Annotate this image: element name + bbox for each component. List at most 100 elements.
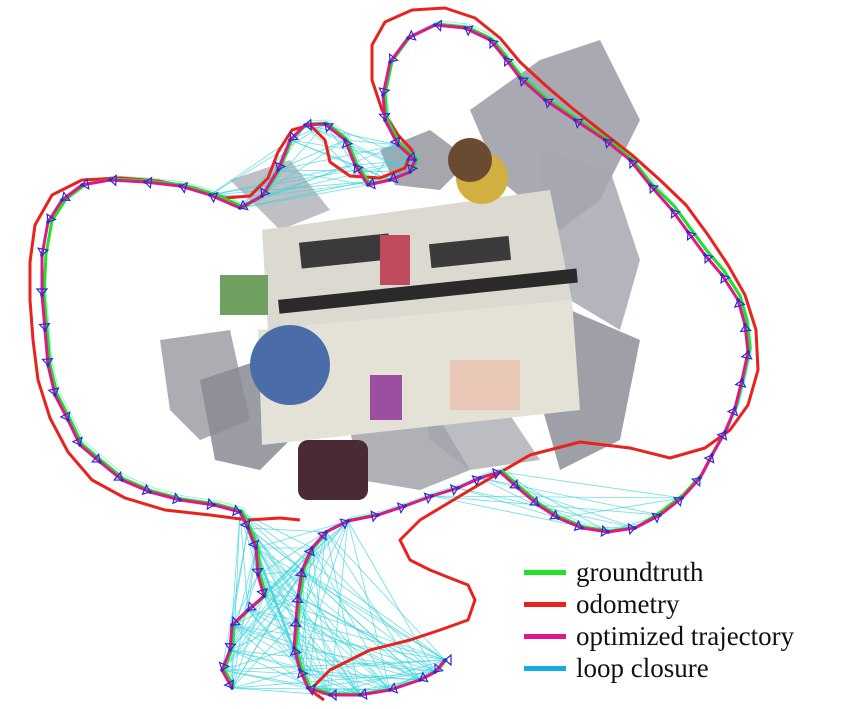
loop-closure-edge (231, 527, 249, 626)
loop-closure-edge (277, 169, 369, 186)
camera-frustum (627, 522, 637, 536)
camera-frustum (406, 163, 419, 174)
loop-closure-edge (381, 501, 410, 512)
loop-closure-edge (301, 569, 361, 696)
legend-label-odometry: odometry (576, 589, 680, 619)
loop-closure-edge (257, 574, 391, 691)
camera-frustum (230, 615, 242, 627)
camera-frustum (288, 130, 300, 142)
camera-frustum (323, 122, 335, 134)
loop-closure-edge (148, 177, 185, 183)
legend-label-groundtruth: groundtruth (576, 557, 704, 587)
camera-frustum (46, 213, 57, 224)
loop-closure-edge (411, 20, 440, 35)
camera-frustum (289, 646, 302, 657)
camera-frustum (60, 191, 72, 202)
loop-closure-edge (431, 495, 683, 499)
loop-closure-edge (541, 500, 563, 515)
loop-closure-edge (745, 347, 753, 377)
camera-frustum (370, 510, 380, 523)
camera-frustum (303, 546, 315, 557)
camera-frustum (628, 158, 640, 170)
camera-frustum (518, 76, 530, 88)
loop-closure-edge (247, 547, 257, 611)
camera-frustum (543, 98, 554, 109)
keyboard (278, 268, 578, 314)
loop-closure-edge (307, 531, 327, 689)
camera-frustum (690, 476, 702, 488)
loop-closure-edge (125, 475, 155, 489)
camera-frustum (59, 411, 71, 422)
loop-closure-edge (324, 123, 356, 166)
camera-frustum (672, 496, 684, 508)
camera-frustum (423, 492, 434, 505)
camera-frustum (296, 668, 309, 679)
camera-frustum (433, 662, 445, 674)
projected-plane (540, 150, 640, 330)
loop-closure-edge (344, 139, 411, 173)
loop-closure-edge (703, 450, 717, 475)
loop-closure-edge (221, 647, 295, 671)
camera-frustum (223, 679, 235, 690)
camera-frustum (573, 519, 584, 532)
camera-frustum (703, 253, 715, 265)
legend-swatch-groundtruth (524, 569, 566, 575)
camera-frustum (41, 357, 54, 367)
camera-frustum (378, 87, 391, 97)
camera-frustum (503, 56, 514, 68)
camera-frustum (238, 199, 249, 211)
loop-closure-edge (297, 615, 301, 645)
camera-frustum (172, 492, 182, 505)
loop-closure-edge (725, 270, 743, 297)
loop-closure-edge (209, 159, 416, 196)
loop-closure-edge (557, 497, 683, 519)
legend-label-optimized-trajectory: optimized trajectory (576, 621, 795, 651)
loop-closure-edge (293, 647, 331, 696)
camera-frustum (35, 288, 49, 297)
loop-closure-edge (297, 643, 305, 667)
camera-frustum (291, 594, 304, 604)
loop-closure-edge (209, 123, 326, 196)
loop-closure-edge (255, 547, 361, 696)
camera-frustum (449, 483, 460, 496)
loop-closure-edge (247, 609, 331, 696)
loop-closure-edge (231, 624, 421, 681)
loop-closure-edge (231, 624, 309, 689)
loop-closure-edge (521, 483, 543, 502)
loop-closure-edge (499, 471, 683, 499)
loop-closure-edge (221, 527, 249, 671)
camera-frustum (389, 136, 401, 147)
loop-closure-edge (48, 325, 53, 362)
legend-item-optimized-trajectory: optimized trajectory (524, 620, 842, 652)
loop-closure-edge (325, 531, 361, 696)
loop-closure-edge (261, 159, 416, 197)
camera-frustum (648, 183, 660, 195)
camera-frustum (388, 681, 399, 694)
loop-closure-edge (231, 624, 295, 649)
loop-closure-edge (293, 647, 391, 691)
loop-closure-edge (304, 124, 411, 173)
loop-closure-edge (325, 531, 446, 661)
camera-frustum (733, 298, 746, 309)
small-object (380, 235, 410, 285)
loop-closure-edge (371, 175, 395, 182)
camera-frustum (396, 502, 407, 515)
small-object (220, 275, 268, 315)
loop-closure-edge (508, 53, 525, 75)
round-object (448, 138, 492, 182)
loop-closure-edge (289, 139, 391, 181)
loop-closure-edge (229, 649, 436, 673)
loop-closure-edge (247, 609, 391, 691)
loop-closure-edge (231, 547, 257, 689)
camera-frustum (294, 568, 308, 578)
camera-frustum (206, 497, 216, 511)
loop-closure-edge (277, 144, 399, 171)
camera-frustum (388, 171, 399, 184)
loop-closure-edge (393, 675, 425, 687)
loop-closure-edge (457, 487, 559, 519)
loop-closure-edge (328, 119, 350, 137)
camera-frustum (740, 350, 753, 360)
loop-closure-edge (297, 595, 436, 673)
camera-frustum (247, 539, 260, 550)
loop-closure-edge (408, 491, 437, 503)
